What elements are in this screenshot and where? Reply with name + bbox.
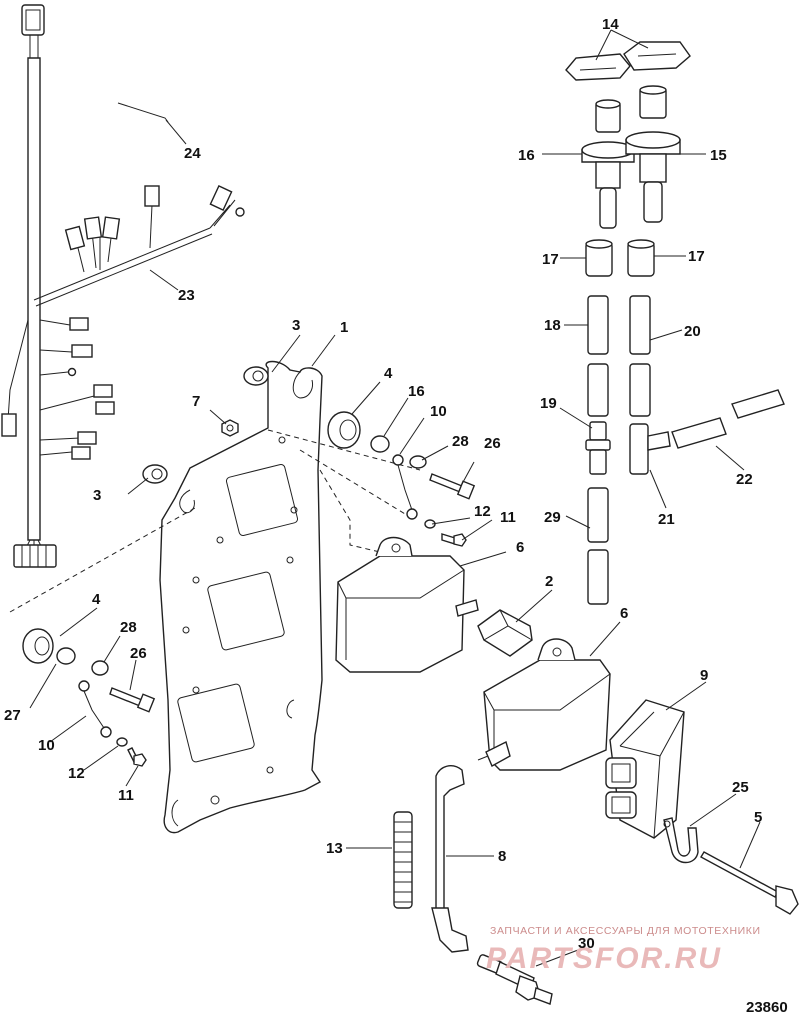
bolt-11-right — [441, 533, 467, 547]
callout-label: 30 — [578, 935, 595, 952]
hose-22 — [671, 389, 785, 449]
callout-label: 25 — [732, 779, 749, 796]
callout-label: 6 — [516, 539, 524, 556]
spark-plug-30 — [476, 954, 553, 1005]
hose-29-lower — [587, 549, 609, 605]
callout-label: 28 — [452, 433, 469, 450]
callout-label: 26 — [484, 435, 501, 452]
screw-26-left — [109, 687, 156, 713]
tee-fitting-21 — [629, 423, 671, 475]
callout-label: 22 — [736, 471, 753, 488]
callout-label: 2 — [545, 573, 553, 590]
callout-label: 4 — [92, 591, 101, 608]
callout-label: 6 — [620, 605, 628, 622]
figure-number: 23860 — [746, 999, 788, 1016]
callout-label: 15 — [710, 147, 727, 164]
hose-20-lower — [629, 363, 651, 417]
callout-label: 10 — [430, 403, 447, 420]
callout-label: 7 — [192, 393, 200, 410]
spark-plug-lead-8 — [431, 765, 469, 953]
callout-label: 16 — [518, 147, 535, 164]
washer-16 — [370, 435, 390, 453]
callout-label: 20 — [684, 323, 701, 340]
sensor-16 — [581, 99, 635, 229]
grommet-3-top — [243, 366, 269, 386]
callout-label: 26 — [130, 645, 147, 662]
lockwasher-12-left — [116, 737, 128, 747]
callout-label: 29 — [544, 509, 561, 526]
ignition-coil-upper — [335, 536, 479, 673]
washer-27 — [56, 647, 76, 665]
callout-label: 18 — [544, 317, 561, 334]
bolt-11-left — [127, 747, 147, 767]
module-9 — [605, 699, 685, 839]
callout-label: 23 — [178, 287, 195, 304]
hose-18-lower — [587, 363, 609, 417]
callout-label: 4 — [384, 365, 393, 382]
grommet-4-left — [22, 628, 54, 664]
grommet-4-right — [327, 411, 361, 449]
callout-label: 8 — [498, 848, 506, 865]
callout-label: 9 — [700, 667, 708, 684]
callout-label: 17 — [542, 251, 559, 268]
callout-label: 3 — [93, 487, 101, 504]
mounting-plate — [9, 360, 421, 834]
connector-19 — [585, 421, 611, 475]
callout-label: 28 — [120, 619, 137, 636]
callout-label: 17 — [688, 248, 705, 265]
callout-label: 21 — [658, 511, 675, 528]
screw-26-right — [429, 473, 476, 500]
callout-label: 5 — [754, 809, 762, 826]
hose-29-upper — [587, 487, 609, 543]
fitting-17-right — [627, 239, 655, 277]
hose-clamps-14 — [565, 41, 691, 81]
fitting-17-left — [585, 239, 613, 277]
hose-20-upper — [629, 295, 651, 355]
ground-terminal-10-right — [392, 454, 418, 520]
bracket-2 — [477, 609, 533, 657]
callout-label: 10 — [38, 737, 55, 754]
callout-label: 12 — [68, 765, 85, 782]
callout-label: 14 — [602, 16, 619, 33]
callout-label: 24 — [184, 145, 201, 162]
washer-28-left — [91, 660, 109, 676]
callout-label: 27 — [4, 707, 21, 724]
ignition-coil-lower — [477, 638, 611, 771]
clamp-25 — [663, 817, 699, 864]
sensor-15 — [625, 85, 681, 223]
ground-terminal-10-left — [78, 680, 112, 738]
callout-label: 16 — [408, 383, 425, 400]
grommet-3-left — [142, 464, 168, 484]
watermark-caption: ЗАПЧАСТИ И АКСЕССУАРЫ ДЛЯ МОТОТЕХНИКИ — [490, 925, 761, 937]
washer-28-right — [409, 455, 427, 469]
bolt-5 — [700, 851, 799, 915]
callout-label: 19 — [540, 395, 557, 412]
callout-label: 11 — [500, 509, 516, 526]
leader-lines — [29, 29, 761, 967]
callout-label: 3 — [292, 317, 300, 334]
callout-label: 1 — [340, 319, 348, 336]
wiring-harness — [1, 4, 245, 568]
callout-label: 12 — [474, 503, 491, 520]
watermark-brand: PARTSFOR.RU — [486, 942, 722, 975]
callout-label: 13 — [326, 840, 343, 857]
sleeve-13 — [393, 811, 413, 909]
callout-label: 11 — [118, 787, 134, 804]
